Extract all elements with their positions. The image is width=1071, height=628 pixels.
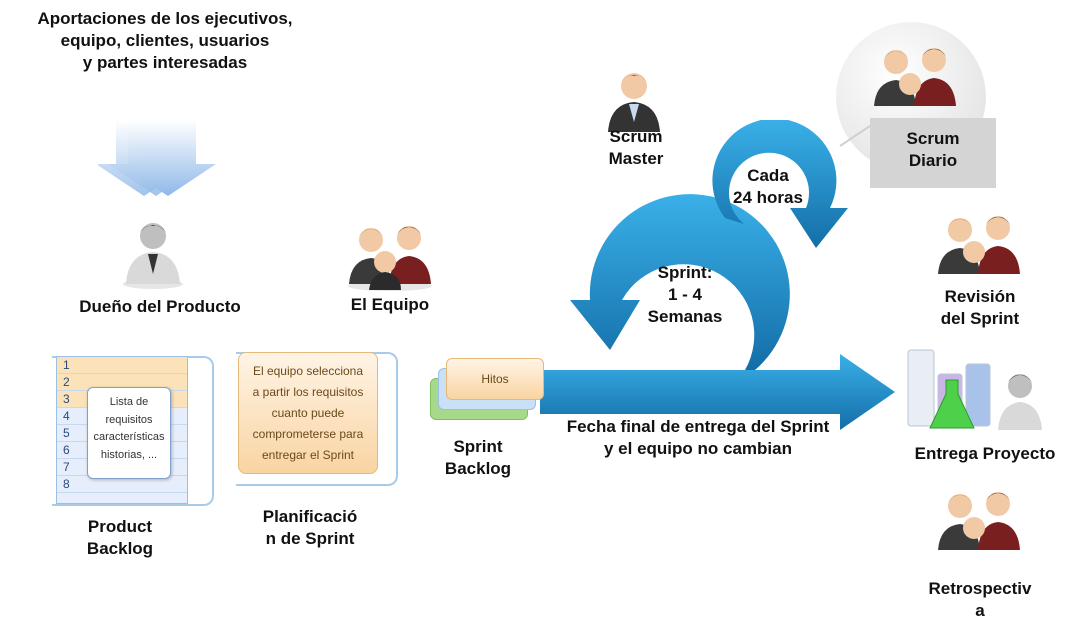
requirements-popup: Lista de requisitos características hist… <box>87 387 171 479</box>
daily-scrum-group-icon <box>874 48 956 106</box>
scrum-master-person-icon <box>608 73 660 132</box>
product-backlog-list: 1 2 3 4 5 6 7 8 Lista de requisitos cara… <box>52 352 214 506</box>
team-group-icon <box>348 226 432 291</box>
input-arrows-icon <box>98 120 216 196</box>
delivery-label: Entrega Proyecto <box>914 444 1056 463</box>
retrospective-group-icon <box>938 492 1020 550</box>
sprint-planning-label: Planificació n de Sprint <box>262 507 358 549</box>
product-delivery-icon <box>907 349 1042 430</box>
team-label: El Equipo <box>350 295 430 314</box>
sprint-duration-label: Sprint: 1 - 4 Semanas <box>647 263 723 327</box>
sprint-review-group-icon <box>938 216 1020 274</box>
sprint-loop-arrow <box>570 194 790 370</box>
sprint-backlog-label: Sprint Backlog <box>444 437 512 479</box>
sprint-review-label: Revisión del Sprint <box>940 287 1020 329</box>
daily-cycle-label: Cada 24 horas <box>733 166 803 208</box>
backlog-row: 8 <box>57 476 187 493</box>
hitos-card: Hitos <box>446 358 544 400</box>
stakeholders-label: Aportaciones de los ejecutivos, equipo, … <box>37 9 293 73</box>
scrum-master-label: Scrum Master <box>608 127 664 169</box>
product-backlog-label: Product Backlog <box>86 517 154 559</box>
backlog-row: 1 <box>57 357 187 374</box>
sprint-planning-note: El equipo selecciona a partir los requis… <box>238 352 378 474</box>
daily-loop-arrow <box>712 120 848 248</box>
product-owner-label: Dueño del Producto <box>79 297 241 316</box>
retrospective-label: Retrospectiv a <box>928 579 1032 621</box>
sprint-cycle-arrows <box>540 120 895 430</box>
product-owner-person-icon <box>123 223 183 289</box>
main-flow-arrow <box>540 354 895 430</box>
daily-scrum-label: Scrum Diario <box>870 118 996 188</box>
fixed-date-label: Fecha final de entrega del Sprint y el e… <box>566 417 830 459</box>
